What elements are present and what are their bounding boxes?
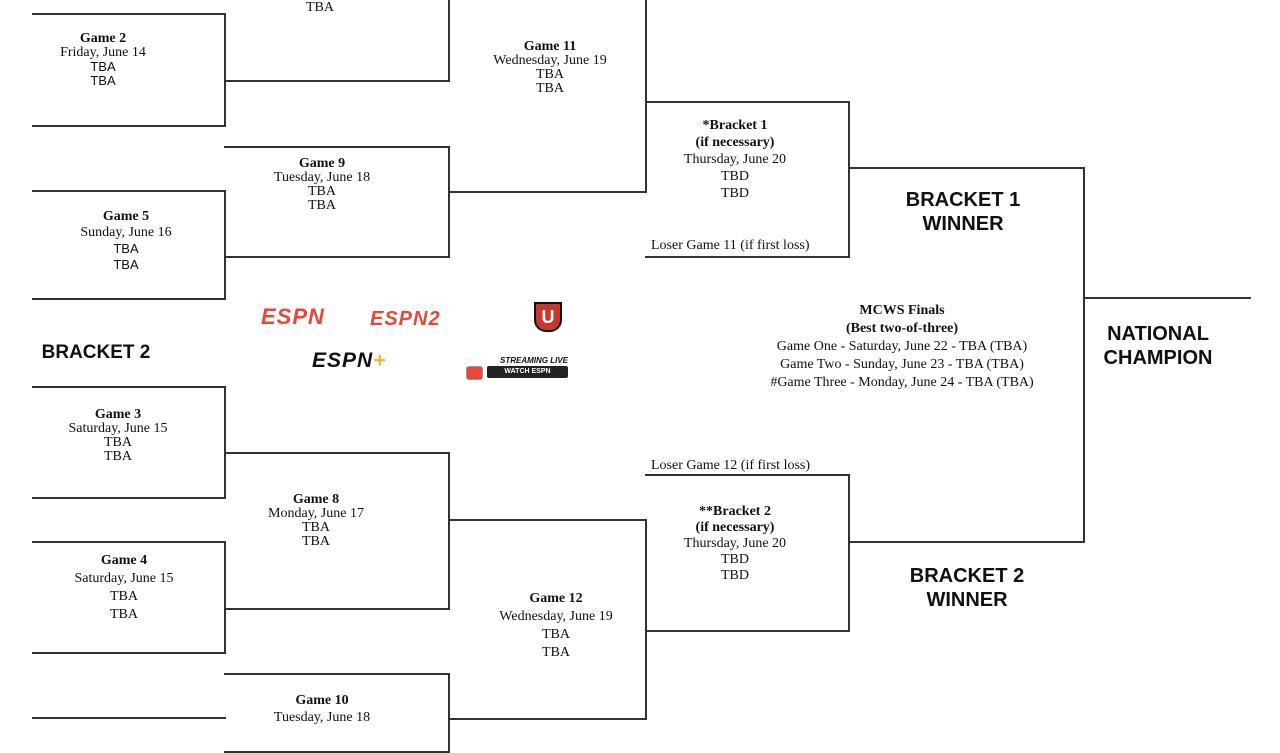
bracket-1-game: *Bracket 1(if necessary)Thursday, June 2…	[683, 118, 787, 201]
game-11-bracket	[448, 0, 647, 193]
streaming-live-logo: STREAMING LIVE WATCH ESPN	[466, 356, 568, 380]
bracket-2-box	[645, 474, 850, 632]
top-game: TBA	[306, 0, 334, 15]
bracket-1-box	[645, 101, 850, 258]
espn2-logo: ESPN2	[370, 308, 441, 330]
mcws-finals: MCWS Finals(Best two-of-three)Game One -…	[770, 303, 1034, 390]
top-bracket	[224, 0, 450, 82]
game-5-bracket	[32, 190, 226, 300]
game-3-bracket	[32, 386, 226, 499]
espn-app-icon	[466, 366, 483, 380]
game-2-bracket	[32, 13, 226, 127]
champion-line	[1083, 297, 1251, 299]
espn-plus-logo: ESPN+	[312, 349, 387, 372]
espn-logo: ESPN	[261, 304, 325, 329]
game-9-bracket	[224, 146, 450, 258]
game-4-bracket	[32, 541, 226, 654]
loser-game-12-label: Loser Game 12 (if first loss)	[651, 458, 811, 473]
finals-bracket	[848, 167, 1085, 543]
bottom-line	[32, 717, 226, 719]
espnu-logo: U	[534, 302, 562, 332]
loser-game-11-label: Loser Game 11 (if first loss)	[651, 238, 810, 253]
game-12-bracket	[448, 519, 647, 720]
bracket-2-game: **Bracket 2(if necessary)Thursday, June …	[683, 504, 787, 583]
game-8-bracket	[224, 452, 450, 610]
bracket-2-heading: BRACKET 2	[41, 342, 151, 363]
